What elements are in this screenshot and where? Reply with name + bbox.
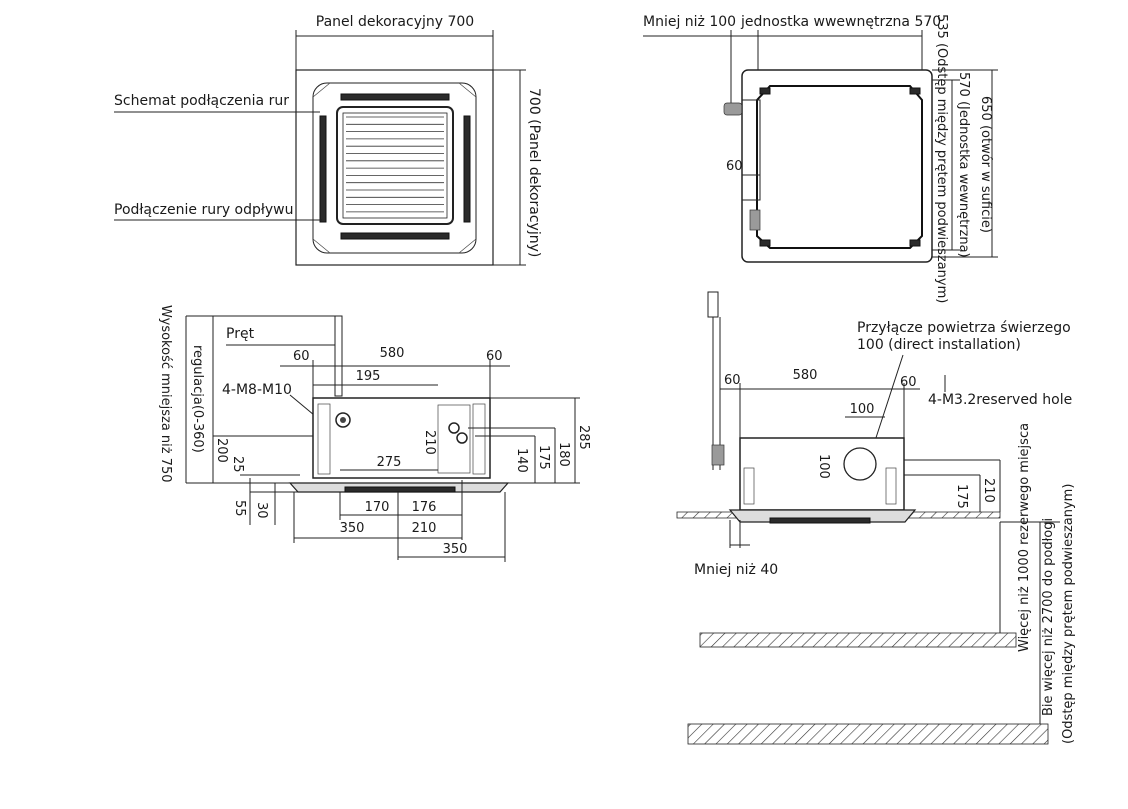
- rf-dim-100-h: 100: [850, 402, 875, 417]
- dim-200: 200: [214, 438, 229, 463]
- dim-55: 55: [232, 500, 247, 517]
- regulation-label: regulacja(0-360): [190, 345, 205, 453]
- dim-60: 60: [726, 159, 743, 174]
- dim-350-b: 350: [443, 542, 468, 557]
- grille: [336, 106, 454, 225]
- ceiling-hole-label: 650 (otwór w suficie): [978, 96, 993, 233]
- dim-175: 175: [536, 445, 551, 470]
- floor-label-1: Bie więcej niż 2700 do podłogi: [1041, 518, 1056, 716]
- rf-dim-175: 175: [954, 484, 969, 509]
- dim-180: 180: [556, 442, 571, 467]
- dim-275: 275: [377, 455, 402, 470]
- unit-side-label: 570 (Jednostka wewnętrzna): [956, 72, 971, 258]
- dim-210: 210: [422, 430, 437, 455]
- dim-176: 176: [412, 500, 437, 515]
- dim-25: 25: [230, 456, 245, 473]
- rf-dim-60-left: 60: [724, 373, 741, 388]
- drain-connection-label: Podłączenie rury odpływu: [114, 202, 293, 218]
- dim-210-b: 210: [412, 521, 437, 536]
- right-front-view: Przyłącze powietrza świerzego 100 (direc…: [676, 291, 1076, 745]
- pipe-connection-label: Schemat podłączenia rur: [114, 93, 289, 109]
- bolt-label: 4-M8-M10: [222, 382, 292, 398]
- rf-dim-580: 580: [793, 368, 818, 383]
- panel-side-label: 700 (Panel dekoracyjny): [526, 88, 542, 257]
- front-view: Wysokość mniejsza niż 750 regulacja(0-36…: [158, 305, 591, 562]
- dim-60-left: 60: [293, 349, 310, 364]
- panel-label: Panel dekoracyjny 700: [316, 14, 474, 30]
- unit-label: jednostka wwewnętrzna 570: [740, 14, 941, 30]
- floor-hatch-lower: [687, 723, 1049, 745]
- reserve-label: Więcej niż 1000 rezerwego miejsca: [1017, 423, 1032, 652]
- fresh-air-label-1: Przyłącze powietrza świerzego: [857, 320, 1071, 336]
- unit-body-right: [739, 437, 905, 511]
- rf-dim-60-right: 60: [900, 375, 917, 390]
- unit-inner-shape: [756, 85, 923, 249]
- dim-170: 170: [365, 500, 390, 515]
- floor-label-2: (Odstęp między prętem podwieszanym): [1061, 484, 1076, 744]
- fresh-air-port: [843, 447, 877, 481]
- rod-label: Pręt: [226, 326, 255, 342]
- floor-hatch-upper: [699, 632, 1017, 648]
- dim-60-right: 60: [486, 349, 503, 364]
- top-view: Panel dekoracyjny 700 700 (Panel dekorac…: [114, 14, 542, 266]
- rf-dim-210: 210: [981, 478, 996, 503]
- dim-285: 285: [576, 425, 591, 450]
- dim-350-a: 350: [340, 521, 365, 536]
- fresh-air-label-2: 100 (direct installation): [857, 337, 1021, 353]
- reserved-hole-label: 4-M3.2reserved hole: [928, 392, 1072, 408]
- grille-slats: [342, 112, 448, 219]
- dim-30: 30: [254, 502, 269, 519]
- clearance-label: Mniej niż 100: [643, 14, 736, 30]
- dim-140: 140: [514, 448, 529, 473]
- dim-580: 580: [380, 346, 405, 361]
- rf-dim-100-v: 100: [816, 454, 831, 479]
- rod-spacing-label: 535 (Odstęp między prętem podwieszanym): [934, 14, 949, 303]
- dim-195: 195: [356, 369, 381, 384]
- less-40-label: Mniej niż 40: [694, 562, 778, 578]
- side-top-view: Mniej niż 100 jednostka wwewnętrzna 570 …: [643, 14, 998, 303]
- height-label: Wysokość mniejsza niż 750: [158, 305, 173, 483]
